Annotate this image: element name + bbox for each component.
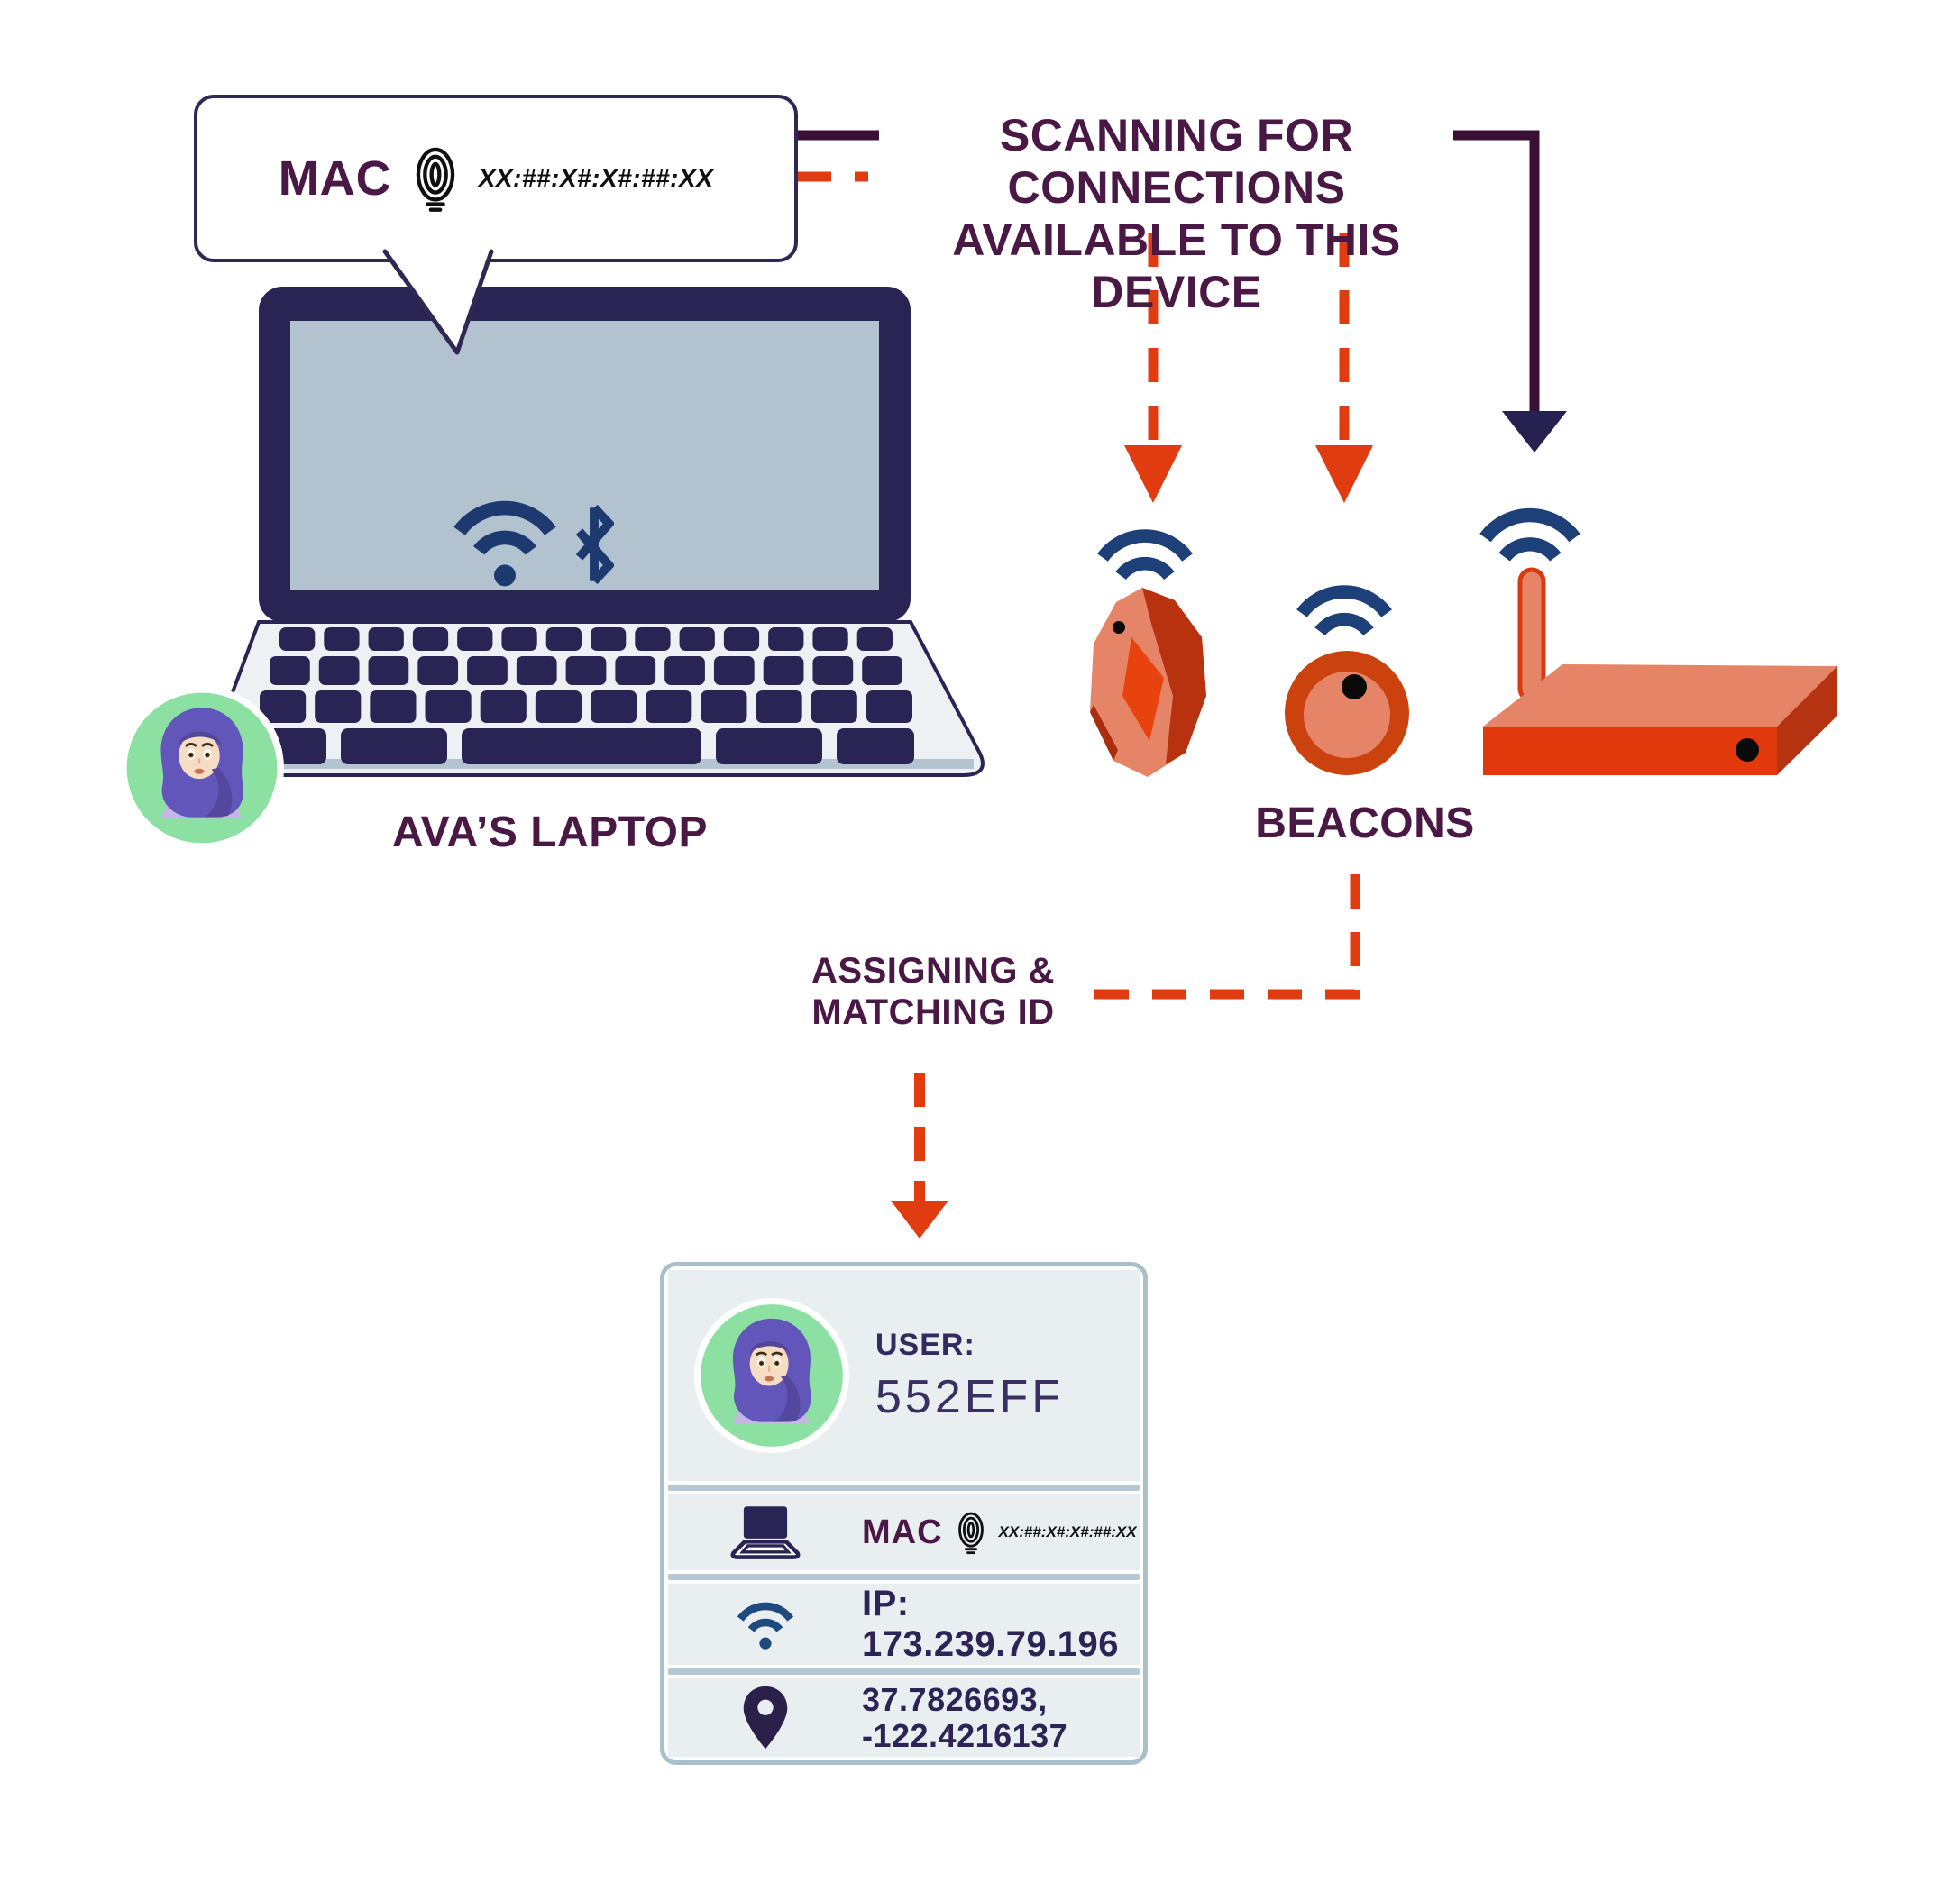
- scanning-line2: AVAILABLE TO THIS DEVICE: [952, 215, 1401, 317]
- laptop-illustration: [205, 287, 985, 777]
- wifi-icon: [1302, 592, 1387, 632]
- laptop-label: AVA’S LAPTOP: [391, 809, 709, 856]
- user-info-card: USER: 552EFF MAC XX:##:X#:X#:##:XX IP: 1…: [660, 1262, 1148, 1765]
- laptop-icon: [728, 1504, 803, 1560]
- mac-value: XX:##:X#:X#:##:XX: [478, 164, 714, 192]
- router-antenna: [1517, 567, 1546, 703]
- longitude-value: -122.4216137: [862, 1716, 1068, 1754]
- mac-label: MAC: [862, 1513, 943, 1551]
- arrow-assigning-to-card: [891, 1073, 948, 1238]
- location-pin-icon: [742, 1685, 789, 1750]
- assigning-headline: ASSIGNING & MATCHING ID: [753, 950, 1113, 1033]
- mac-speech-bubble: MAC XX:##:X#:X#:##:XX: [194, 95, 798, 262]
- card-divider: [668, 1668, 1140, 1675]
- arrow-scanning-to-gem-beacon: [1124, 233, 1182, 503]
- scanning-headline: SCANNING FOR CONNECTIONS AVAILABLE TO TH…: [861, 109, 1492, 318]
- wifi-icon: [1103, 536, 1187, 576]
- mac-value: XX:##:X#:X#:##:XX: [998, 1523, 1137, 1540]
- ip-value: IP: 173.239.79.196: [862, 1584, 1120, 1664]
- puck-beacon: [1285, 651, 1409, 775]
- avatar: [120, 686, 284, 850]
- woman-with-headscarf-avatar-icon: [694, 1298, 849, 1453]
- connector-bubble-to-scanning: [791, 130, 879, 182]
- scanning-line1: SCANNING FOR CONNECTIONS: [999, 110, 1354, 213]
- assigning-line2: MATCHING ID: [811, 992, 1055, 1032]
- fingerprint-icon: [956, 1510, 986, 1555]
- router-beacon: [1483, 567, 1837, 775]
- fingerprint-icon: [412, 143, 459, 214]
- card-divider: [668, 1574, 1140, 1580]
- arrow-scanning-to-puck-beacon: [1315, 233, 1373, 503]
- wifi-icon: [1485, 516, 1574, 557]
- woman-with-headscarf-avatar-icon: [120, 686, 284, 850]
- assigning-line1: ASSIGNING &: [811, 951, 1055, 991]
- connector-beacons-to-assigning: [1077, 874, 1360, 1000]
- arrow-scanning-to-router: [1453, 130, 1567, 452]
- beacons-illustration: [1090, 516, 1837, 777]
- card-mac-row: MAC XX:##:X#:X#:##:XX: [668, 1494, 1140, 1570]
- beacons-label: BEACONS: [1255, 800, 1475, 847]
- user-id-value: 552EFF: [875, 1370, 1064, 1423]
- gem-beacon: [1090, 588, 1206, 777]
- user-label: USER:: [875, 1327, 975, 1362]
- card-ip-row: IP: 173.239.79.196: [668, 1584, 1140, 1665]
- mac-label: MAC: [278, 151, 392, 206]
- card-divider: [668, 1485, 1140, 1491]
- wifi-icon: [736, 1598, 795, 1650]
- laptop-keyboard: [249, 627, 914, 764]
- latitude-value: 37.7826693,: [862, 1680, 1048, 1718]
- card-location-row: 37.7826693, -122.4216137: [668, 1678, 1140, 1757]
- card-user-row: USER: 552EFF: [668, 1270, 1140, 1481]
- speech-bubble-tail: [382, 245, 494, 355]
